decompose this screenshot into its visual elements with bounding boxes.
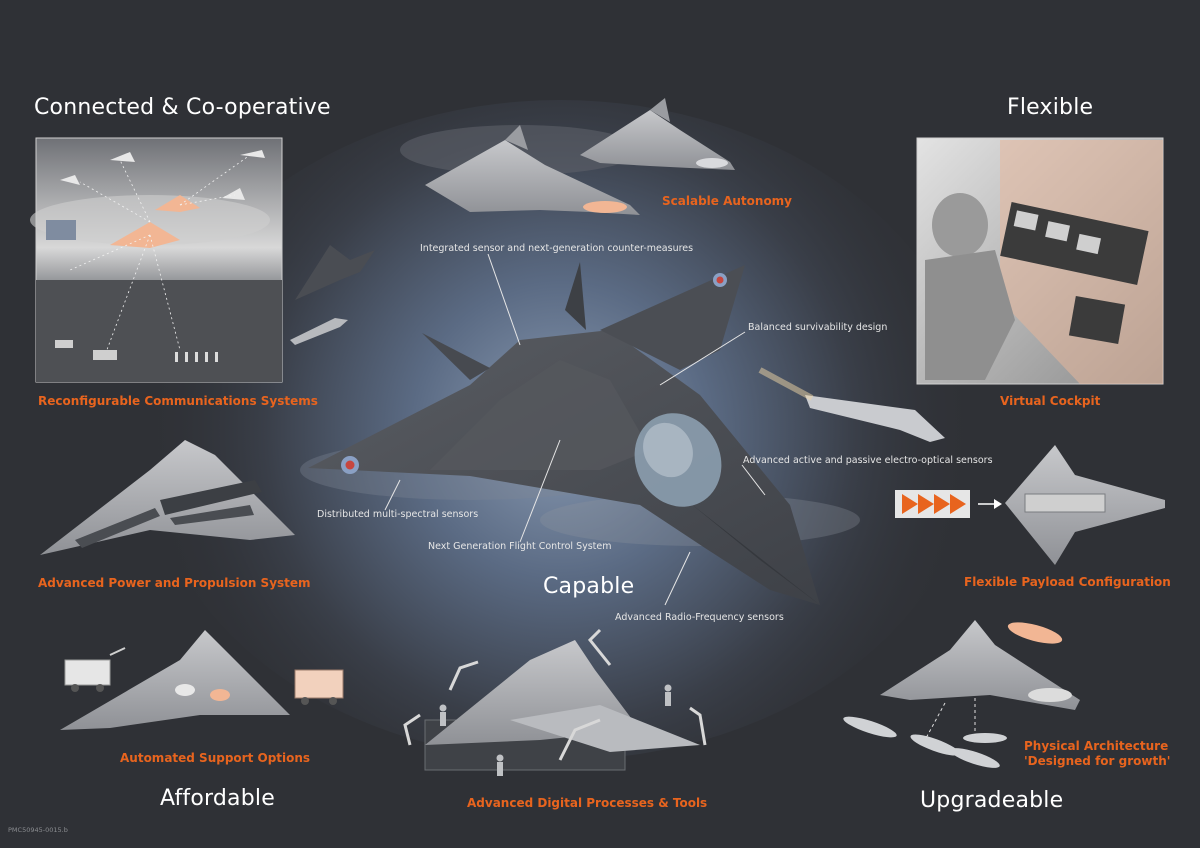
modular-jet-icon (880, 620, 1080, 710)
heading-affordable: Affordable (160, 786, 275, 811)
heading-upgradeable: Upgradeable (920, 788, 1064, 813)
caption-power-propulsion: Advanced Power and Propulsion System (38, 576, 311, 590)
callout-electro-optical: Advanced active and passive electro-opti… (743, 455, 993, 466)
missile-icon (758, 367, 945, 442)
soldier-icon (439, 684, 672, 776)
radar-scene-icon (30, 137, 283, 383)
cutaway-jet-icon (40, 440, 295, 555)
planform-jet-icon (1005, 445, 1165, 565)
caption-physical-architecture-line2: 'Designed for growth' (1024, 754, 1171, 768)
caption-scalable-autonomy: Scalable Autonomy (662, 194, 793, 208)
support-vehicle-icon (294, 669, 344, 705)
callout-lines (384, 253, 766, 606)
caption-digital-processes: Advanced Digital Processes & Tools (467, 796, 708, 810)
callout-integrated-sensor: Integrated sensor and next-generation co… (420, 243, 694, 254)
payload-arrows-icon (895, 490, 1002, 518)
caption-physical-architecture-line1: Physical Architecture (1024, 739, 1169, 753)
reference-code: PMC50945-0015.b (8, 826, 68, 834)
caption-reconfigurable-comms: Reconfigurable Communications Systems (38, 394, 318, 408)
tank-icon (55, 340, 117, 360)
caption-flexible-payload: Flexible Payload Configuration (964, 575, 1171, 589)
wingman-drone-icon (295, 245, 375, 300)
caption-automated-support: Automated Support Options (120, 751, 311, 765)
soldier-icon (175, 352, 218, 362)
detachable-module-icon (843, 622, 1063, 768)
robot-arm-icon (403, 628, 707, 761)
support-vehicle-icon (64, 647, 126, 692)
callout-multi-spectral: Distributed multi-spectral sensors (317, 509, 479, 520)
missile-icon (290, 318, 348, 345)
support-jet-icon (60, 630, 290, 730)
callout-radio-frequency: Advanced Radio-Frequency sensors (615, 612, 784, 623)
wingman-drone-icon (425, 125, 640, 215)
digital-factory-icon (424, 640, 700, 771)
pilot-cockpit-icon (916, 137, 1164, 385)
wingman-drone-icon (580, 98, 735, 170)
roundel-icon (713, 273, 727, 287)
callout-balanced-survivability: Balanced survivability design (748, 322, 888, 333)
roundel-icon (341, 456, 359, 474)
callout-flight-control: Next Generation Flight Control System (428, 541, 612, 552)
main-jet-icon (308, 262, 820, 605)
heading-connected: Connected & Co-operative (34, 95, 331, 120)
heading-capable: Capable (543, 574, 635, 599)
heading-flexible: Flexible (1007, 95, 1094, 120)
caption-virtual-cockpit: Virtual Cockpit (1000, 394, 1101, 408)
